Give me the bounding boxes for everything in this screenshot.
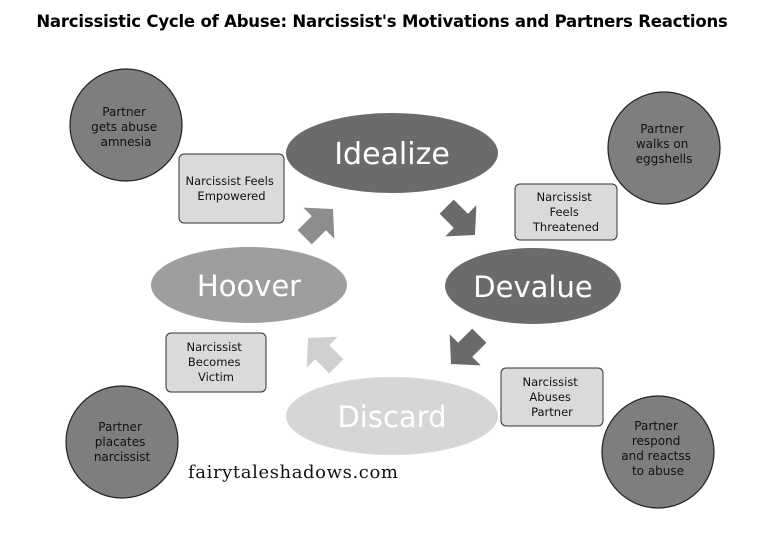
arrow-idealize-to-devalue <box>439 199 477 237</box>
circle-respond-line-4: to abuse <box>632 464 684 478</box>
circle-eggshells-line-1: Partner <box>640 122 684 136</box>
box-victim-line-1: Narcissist <box>187 340 243 354</box>
watermark-text: fairytaleshadows.com <box>188 462 399 483</box>
stage-idealize-label: Idealize <box>334 137 450 172</box>
arrow-discard-to-hoover <box>306 336 344 374</box>
arrow-devalue-to-discard <box>449 328 487 366</box>
stage-discard-shape <box>286 377 498 455</box>
circle-placates-line-3: narcissist <box>94 450 151 464</box>
stage-devalue-label: Devalue <box>473 270 592 304</box>
svg-text:Partner walks on e: Partner walks on eggshells <box>636 122 693 166</box>
box-empowered-line-1: Narcissist Feels <box>186 174 274 188</box>
circle-placates-line-2: placates <box>95 435 146 449</box>
stage-idealize-shape <box>286 113 498 193</box>
page-title: Narcissistic Cycle of Abuse: Narcissist'… <box>36 12 728 31</box>
box-abuses-line-1: Narcissist <box>523 375 579 389</box>
box-abuses-line-2: Abuses <box>529 390 571 404</box>
box-threatened-line-3: Threatened <box>532 220 599 234</box>
circle-placates-line-1: Partner <box>98 420 142 434</box>
svg-text:Narcissist Feels Empower: Narcissist Feels Empowered <box>186 174 278 203</box>
narcissist-box-victim: Narcissist Becomes Victim <box>165 332 267 393</box>
partner-circle-amnesia: Partner gets abuse amnesia <box>69 68 183 182</box>
circle-eggshells-line-2: walks on <box>636 137 688 151</box>
arrow-hoover-to-idealize <box>297 207 335 245</box>
stage-hoover-shape <box>151 247 347 323</box>
stage-discard-label: Discard <box>337 400 446 434</box>
box-empowered-line-2: Empowered <box>197 189 265 203</box>
partner-circle-eggshells: Partner walks on eggshells <box>607 91 721 205</box>
circle-amnesia-line-2: gets abuse <box>91 120 157 134</box>
narcissist-box-threatened: Narcissist Feels Threatened <box>514 183 618 241</box>
svg-text:Narcissist Becomes: Narcissist Becomes Victim <box>187 340 246 384</box>
circle-amnesia-line-1: Partner <box>102 105 146 119</box>
narcissist-box-empowered: Narcissist Feels Empowered <box>178 153 285 224</box>
stage-devalue-shape <box>445 248 621 324</box>
narcissist-box-abuses: Narcissist Abuses Partner <box>500 367 604 427</box>
box-threatened-line-1: Narcissist <box>537 190 593 204</box>
partner-circle-respond: Partner respond and reactss to abuse <box>601 395 715 509</box>
box-threatened-line-2: Feels <box>550 205 579 219</box>
circle-respond-line-2: respond <box>632 434 681 448</box>
svg-text:Partner placates n: Partner placates narcissist <box>94 420 151 464</box>
circle-eggshells-line-3: eggshells <box>636 152 693 166</box>
circle-respond-line-3: and reactss <box>621 449 691 463</box>
circle-respond-line-1: Partner <box>634 419 678 433</box>
box-victim-line-3: Victim <box>198 370 234 384</box>
partner-circle-placates: Partner placates narcissist <box>65 385 179 499</box>
svg-text:Narcissist Feels T: Narcissist Feels Threatened <box>532 190 599 234</box>
svg-text:Partner gets abuse: Partner gets abuse amnesia <box>91 105 161 149</box>
svg-text:Narcissist Abuses: Narcissist Abuses Partner <box>523 375 582 419</box>
stage-hoover-label: Hoover <box>197 269 301 303</box>
box-abuses-line-3: Partner <box>531 405 573 419</box>
circle-amnesia-line-3: amnesia <box>101 135 152 149</box>
svg-text:Partner respond an: Partner respond and reactss to abuse <box>621 419 694 478</box>
box-victim-line-2: Becomes <box>188 355 241 369</box>
